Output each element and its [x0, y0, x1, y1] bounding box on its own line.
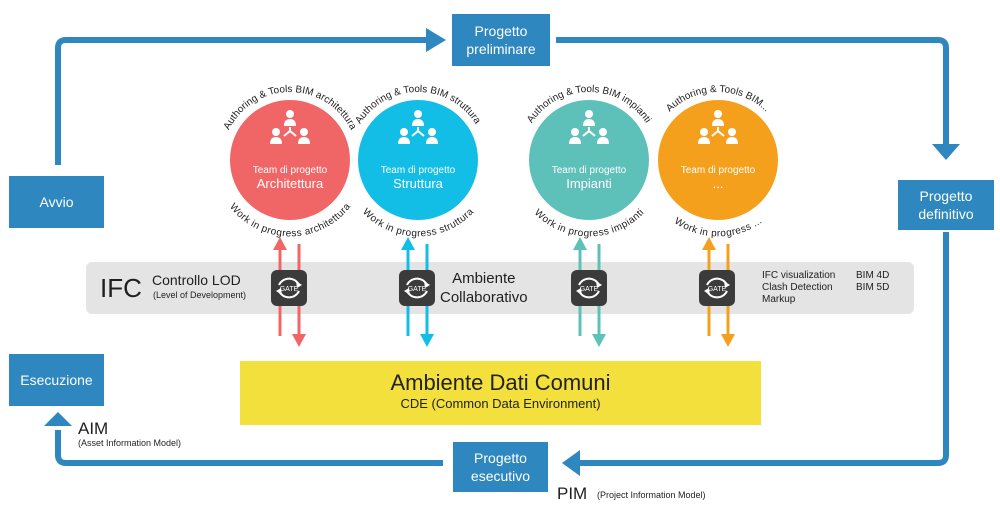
tool-item: IFC visualization — [762, 270, 836, 281]
gate-struttura[interactable]: GATE — [399, 270, 435, 306]
team-circle — [658, 100, 778, 220]
phase-line: Progetto — [474, 450, 527, 466]
gate-label: GATE — [280, 286, 299, 293]
tool-item: Clash Detection — [762, 282, 833, 293]
team-circle — [529, 100, 649, 220]
gate-architettura[interactable]: GATE — [271, 270, 307, 306]
lod-title: Controllo LOD — [152, 272, 241, 288]
bim-item: BIM 5D — [856, 282, 890, 293]
phase-avvio[interactable]: Avvio — [9, 176, 104, 228]
phase-line: Progetto — [474, 23, 528, 39]
flow-line-bottom-right — [578, 232, 949, 466]
phase-line: esecutivo — [470, 468, 531, 484]
arrowhead-to-definitivo — [932, 144, 960, 160]
ambiente-collaborativo-band: IFC Controllo LOD (Level of Development)… — [86, 262, 914, 314]
team-title: Team di progetto — [381, 165, 456, 176]
phase-label: Esecuzione — [20, 372, 93, 388]
team-icon — [270, 110, 310, 144]
team-circle — [358, 100, 478, 220]
gate-label: GATE — [580, 286, 599, 293]
tool-item: Markup — [762, 294, 796, 305]
cde-subtitle: CDE (Common Data Environment) — [400, 396, 601, 411]
ifc-label: IFC — [100, 273, 142, 303]
lod-subtitle: (Level of Development) — [153, 290, 247, 300]
team-name: Struttura — [393, 176, 444, 191]
phase-line: Progetto — [919, 188, 973, 204]
flow-line-top-right — [556, 37, 949, 145]
team-name: ... — [713, 176, 724, 191]
gate-label: GATE — [708, 286, 727, 293]
ambiente-line: Collaborativo — [440, 289, 528, 306]
pim-label: PIM — [557, 484, 588, 503]
team-icon — [569, 110, 609, 144]
phase-progetto-esecutivo[interactable]: Progetto esecutivo — [453, 442, 548, 492]
team-circle — [230, 100, 350, 220]
flow-line-top-left — [55, 37, 428, 165]
phase-esecuzione[interactable]: Esecuzione — [9, 354, 104, 406]
cde-box: Ambiente Dati Comuni CDE (Common Data En… — [240, 361, 761, 425]
phase-line: preliminare — [466, 41, 536, 57]
ambiente-line: Ambiente — [452, 270, 516, 287]
phase-progetto-preliminare[interactable]: Progetto preliminare — [452, 14, 550, 66]
team-icon — [398, 110, 438, 144]
bim-item: BIM 4D — [856, 270, 890, 281]
arrowhead-to-preliminare — [426, 28, 446, 52]
aim-label: AIM — [78, 419, 109, 438]
team-title: Team di progetto — [552, 165, 627, 176]
team-name: Impianti — [566, 176, 612, 191]
bim-dimensions-list: BIM 4D BIM 5D — [856, 270, 889, 294]
team-title: Team di progetto — [681, 165, 756, 176]
team-title: Team di progetto — [253, 165, 328, 176]
flow-line-bottom-left — [55, 430, 443, 466]
phase-line: definitivo — [918, 206, 974, 222]
arrowhead-to-esecutivo — [562, 450, 580, 476]
gate-other[interactable]: GATE — [699, 270, 735, 306]
gate-impianti[interactable]: GATE — [571, 270, 607, 306]
pim-subtitle: (Project Information Model) — [597, 490, 706, 500]
cde-title: Ambiente Dati Comuni — [390, 370, 611, 395]
tools-list: IFC visualization Clash Detection Markup — [762, 270, 835, 306]
phase-label: Avvio — [39, 194, 74, 210]
team-icon — [698, 110, 738, 144]
aim-subtitle: (Asset Information Model) — [78, 438, 182, 448]
team-name: Architettura — [257, 176, 324, 191]
flow-arrowheads — [44, 28, 960, 476]
arrowhead-to-esecuzione — [44, 412, 72, 426]
flow-loop — [55, 37, 949, 466]
gate-label: GATE — [408, 286, 427, 293]
phase-progetto-definitivo[interactable]: Progetto definitivo — [898, 180, 994, 230]
ambiente-collaborativo-label: Ambiente Collaborativo — [440, 269, 528, 307]
